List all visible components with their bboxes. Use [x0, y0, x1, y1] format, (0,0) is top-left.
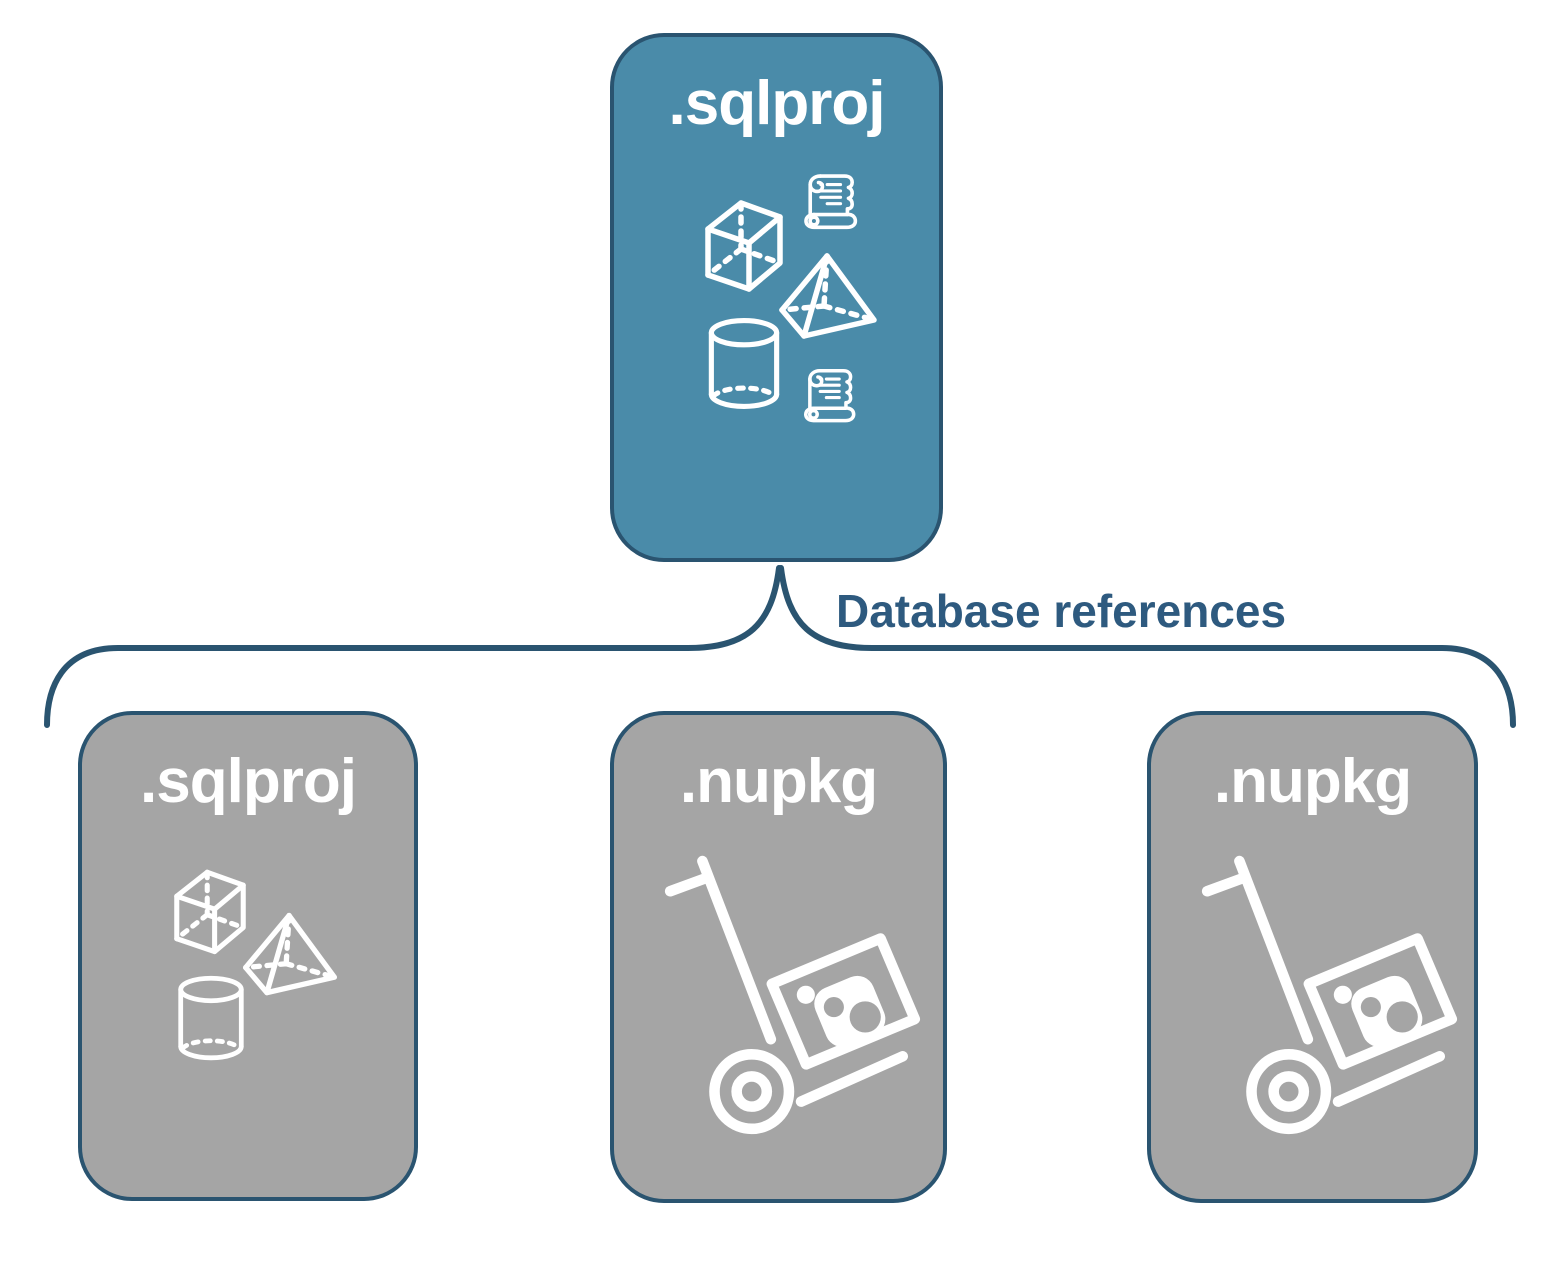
pyramid-icon [238, 907, 344, 1005]
child-sqlproj-card: .sqlproj [78, 711, 418, 1201]
child-nupkg-card: .nupkg [1147, 711, 1478, 1203]
script-scroll-icon [798, 362, 864, 428]
root-sqlproj-card: .sqlproj [610, 33, 943, 562]
nuget-package-dolly-icon [1195, 853, 1467, 1160]
child-card-title: .nupkg [679, 747, 878, 816]
nuget-package-dolly-icon [658, 853, 930, 1160]
child-nupkg-card: .nupkg [610, 711, 947, 1203]
cylinder-icon [172, 973, 250, 1063]
pyramid-icon [774, 247, 884, 349]
cylinder-icon [702, 315, 786, 412]
root-card-title: .sqlproj [668, 69, 886, 138]
child-card-title: .sqlproj [140, 747, 357, 816]
script-scroll-icon [798, 167, 866, 235]
child-card-title: .nupkg [1213, 747, 1412, 816]
database-references-label: Database references [836, 585, 1287, 637]
